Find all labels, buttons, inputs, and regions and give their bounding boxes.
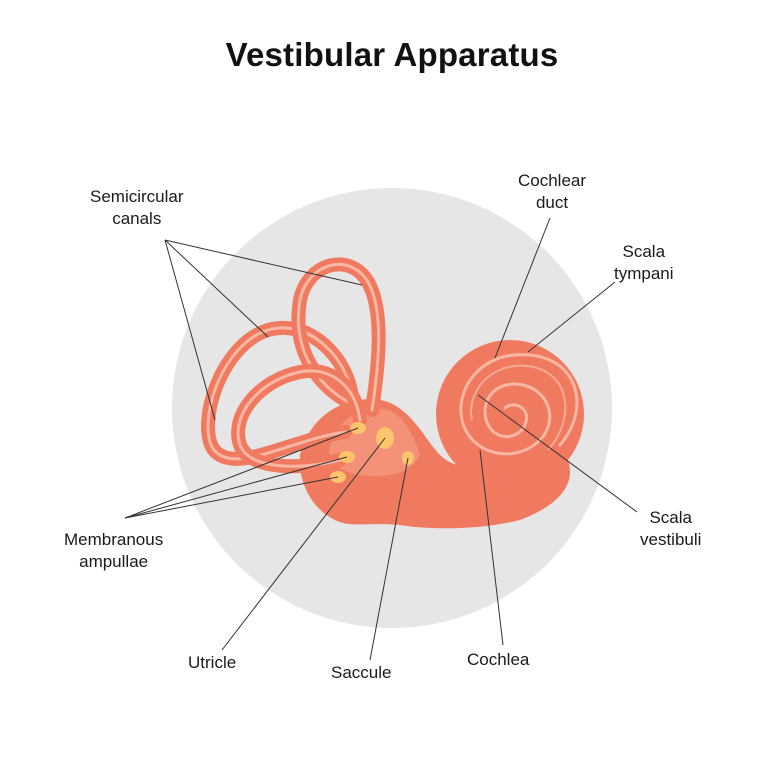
label-semicircular-canals: Semicircular canals bbox=[90, 186, 184, 230]
label-cochlea: Cochlea bbox=[467, 650, 530, 669]
label-membranous-ampullae: Membranous ampullae bbox=[64, 529, 163, 573]
leader-cochlea bbox=[479, 449, 504, 646]
leader-ampullae-1 bbox=[124, 427, 359, 519]
leader-scala-tympani bbox=[527, 281, 616, 353]
cochlea-spiral bbox=[459, 353, 579, 456]
label-cochlear-duct: Cochlear duct bbox=[518, 170, 586, 214]
label-scala-tympani-line2: tympani bbox=[614, 264, 674, 283]
label-scala-tympani: Scala tympani bbox=[614, 241, 674, 285]
label-membranous-ampullae-line2: ampullae bbox=[79, 552, 149, 571]
label-scala-vestibuli: Scala vestibuli bbox=[640, 507, 701, 551]
label-cochlear-duct-line1: Cochlear bbox=[518, 171, 587, 190]
label-scala-vestibuli-line1: Scala bbox=[649, 508, 692, 527]
leader-ampullae-2 bbox=[124, 456, 348, 519]
label-membranous-ampullae-line1: Membranous bbox=[64, 530, 164, 549]
leader-lines bbox=[124, 217, 638, 661]
label-utricle: Utricle bbox=[188, 653, 237, 672]
label-semicircular-canals-line1: Semicircular bbox=[90, 187, 184, 206]
canal-posterior-lumen bbox=[206, 326, 354, 461]
label-scala-vestibuli-line2: vestibuli bbox=[640, 530, 702, 549]
label-scala-tympani-line1: Scala bbox=[622, 242, 666, 261]
leader-semicircular-1 bbox=[164, 239, 363, 286]
page-title: Vestibular Apparatus bbox=[225, 36, 559, 73]
cochlea-spiral-inner bbox=[470, 364, 567, 451]
label-cochlear-duct-line2: duct bbox=[535, 193, 569, 212]
canal-lateral-lumen bbox=[236, 369, 362, 468]
leader-cochlear-duct bbox=[494, 217, 551, 359]
leader-ampullae-3 bbox=[124, 476, 339, 519]
leader-scala-vestibuli bbox=[477, 394, 638, 513]
leader-utricle bbox=[221, 437, 386, 651]
cochlea-outer bbox=[436, 340, 584, 488]
label-saccule: Saccule bbox=[331, 663, 392, 682]
leader-semicircular-2 bbox=[164, 239, 269, 338]
leader-saccule bbox=[369, 457, 409, 661]
label-semicircular-canals-line2: canals bbox=[112, 209, 162, 228]
leader-semicircular-3 bbox=[164, 239, 216, 421]
